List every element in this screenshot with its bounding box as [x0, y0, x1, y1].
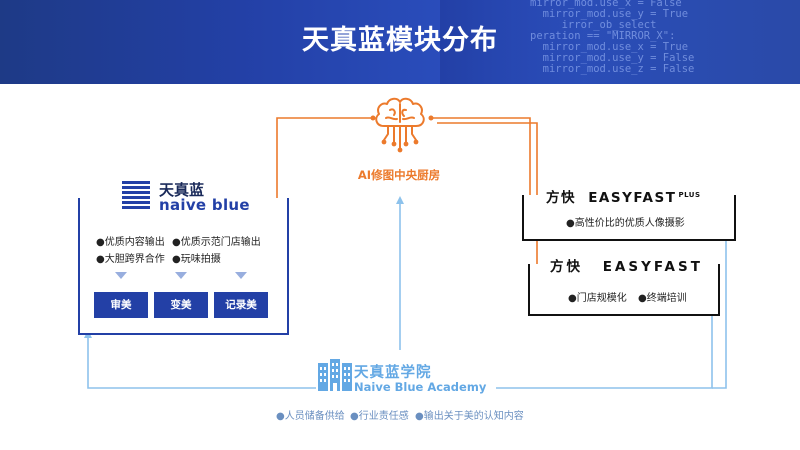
left-feature-item: ●大胆跨界合作 [96, 254, 165, 265]
brain-circuit-icon [375, 97, 425, 153]
naive-blue-logo-en: naive blue [159, 196, 250, 214]
down-triangle-icon [235, 272, 247, 279]
blue-connector-academy-to-right-2 [496, 303, 716, 389]
banner-code-background: mirror_mod.use_x = False mirror_mod.use_… [530, 0, 695, 75]
academy-feature-item: ●行业责任感 [350, 411, 409, 422]
header-banner: mirror_mod.use_x = False mirror_mod.use_… [0, 0, 800, 84]
naive-blue-logo-icon [122, 181, 150, 211]
left-feature-item: ●优质示范门店输出 [172, 237, 261, 248]
orange-connector-left [273, 117, 371, 214]
easyfast-plus-title-cn: 方快 [546, 190, 576, 206]
academy-building-icon [318, 359, 352, 391]
blue-connector-academy-to-left [84, 330, 316, 389]
orange-connector-right-1 [433, 117, 534, 214]
down-triangle-icon [115, 272, 127, 279]
blue-connector-academy-to-right-1 [712, 227, 730, 389]
academy-feature-item: ●人员储备供给 [276, 411, 345, 422]
ai-kitchen-label: AI修图中央厨房 [357, 168, 441, 182]
naive-blue-logo-cn: 天真蓝 [159, 181, 205, 199]
easyfast-plus-sup: PLUS [678, 190, 701, 199]
easyfast-title-cn: 方快 [550, 259, 583, 275]
left-feature-item: ●玩味拍摄 [172, 254, 221, 265]
down-triangle-icon [175, 272, 187, 279]
aesthetic-button[interactable]: 审美 [94, 292, 148, 318]
academy-feature-item: ●输出关于美的认知内容 [415, 411, 524, 422]
easyfast-plus-title-en: EASYFAST [588, 190, 677, 206]
record-beauty-button[interactable]: 记录美 [214, 292, 268, 318]
left-feature-item: ●优质内容输出 [96, 237, 165, 248]
academy-name-cn: 天真蓝学院 [354, 365, 432, 381]
easyfast-title: 方快 EASYFAST [546, 255, 707, 275]
orange-connector-left-node [370, 115, 376, 121]
easyfast-feature: ●终端培训 [638, 293, 687, 304]
academy-name-en: Naive Blue Academy [354, 380, 487, 394]
easyfast-feature: ●门店规模化 [568, 293, 627, 304]
beautify-button[interactable]: 变美 [154, 292, 208, 318]
page-title: 天真蓝模块分布 [302, 25, 498, 56]
orange-connector-right-node [428, 115, 434, 121]
easyfast-title-en: EASYFAST [602, 259, 703, 275]
easyfast-plus-feature: ●高性价比的优质人像摄影 [566, 218, 685, 229]
